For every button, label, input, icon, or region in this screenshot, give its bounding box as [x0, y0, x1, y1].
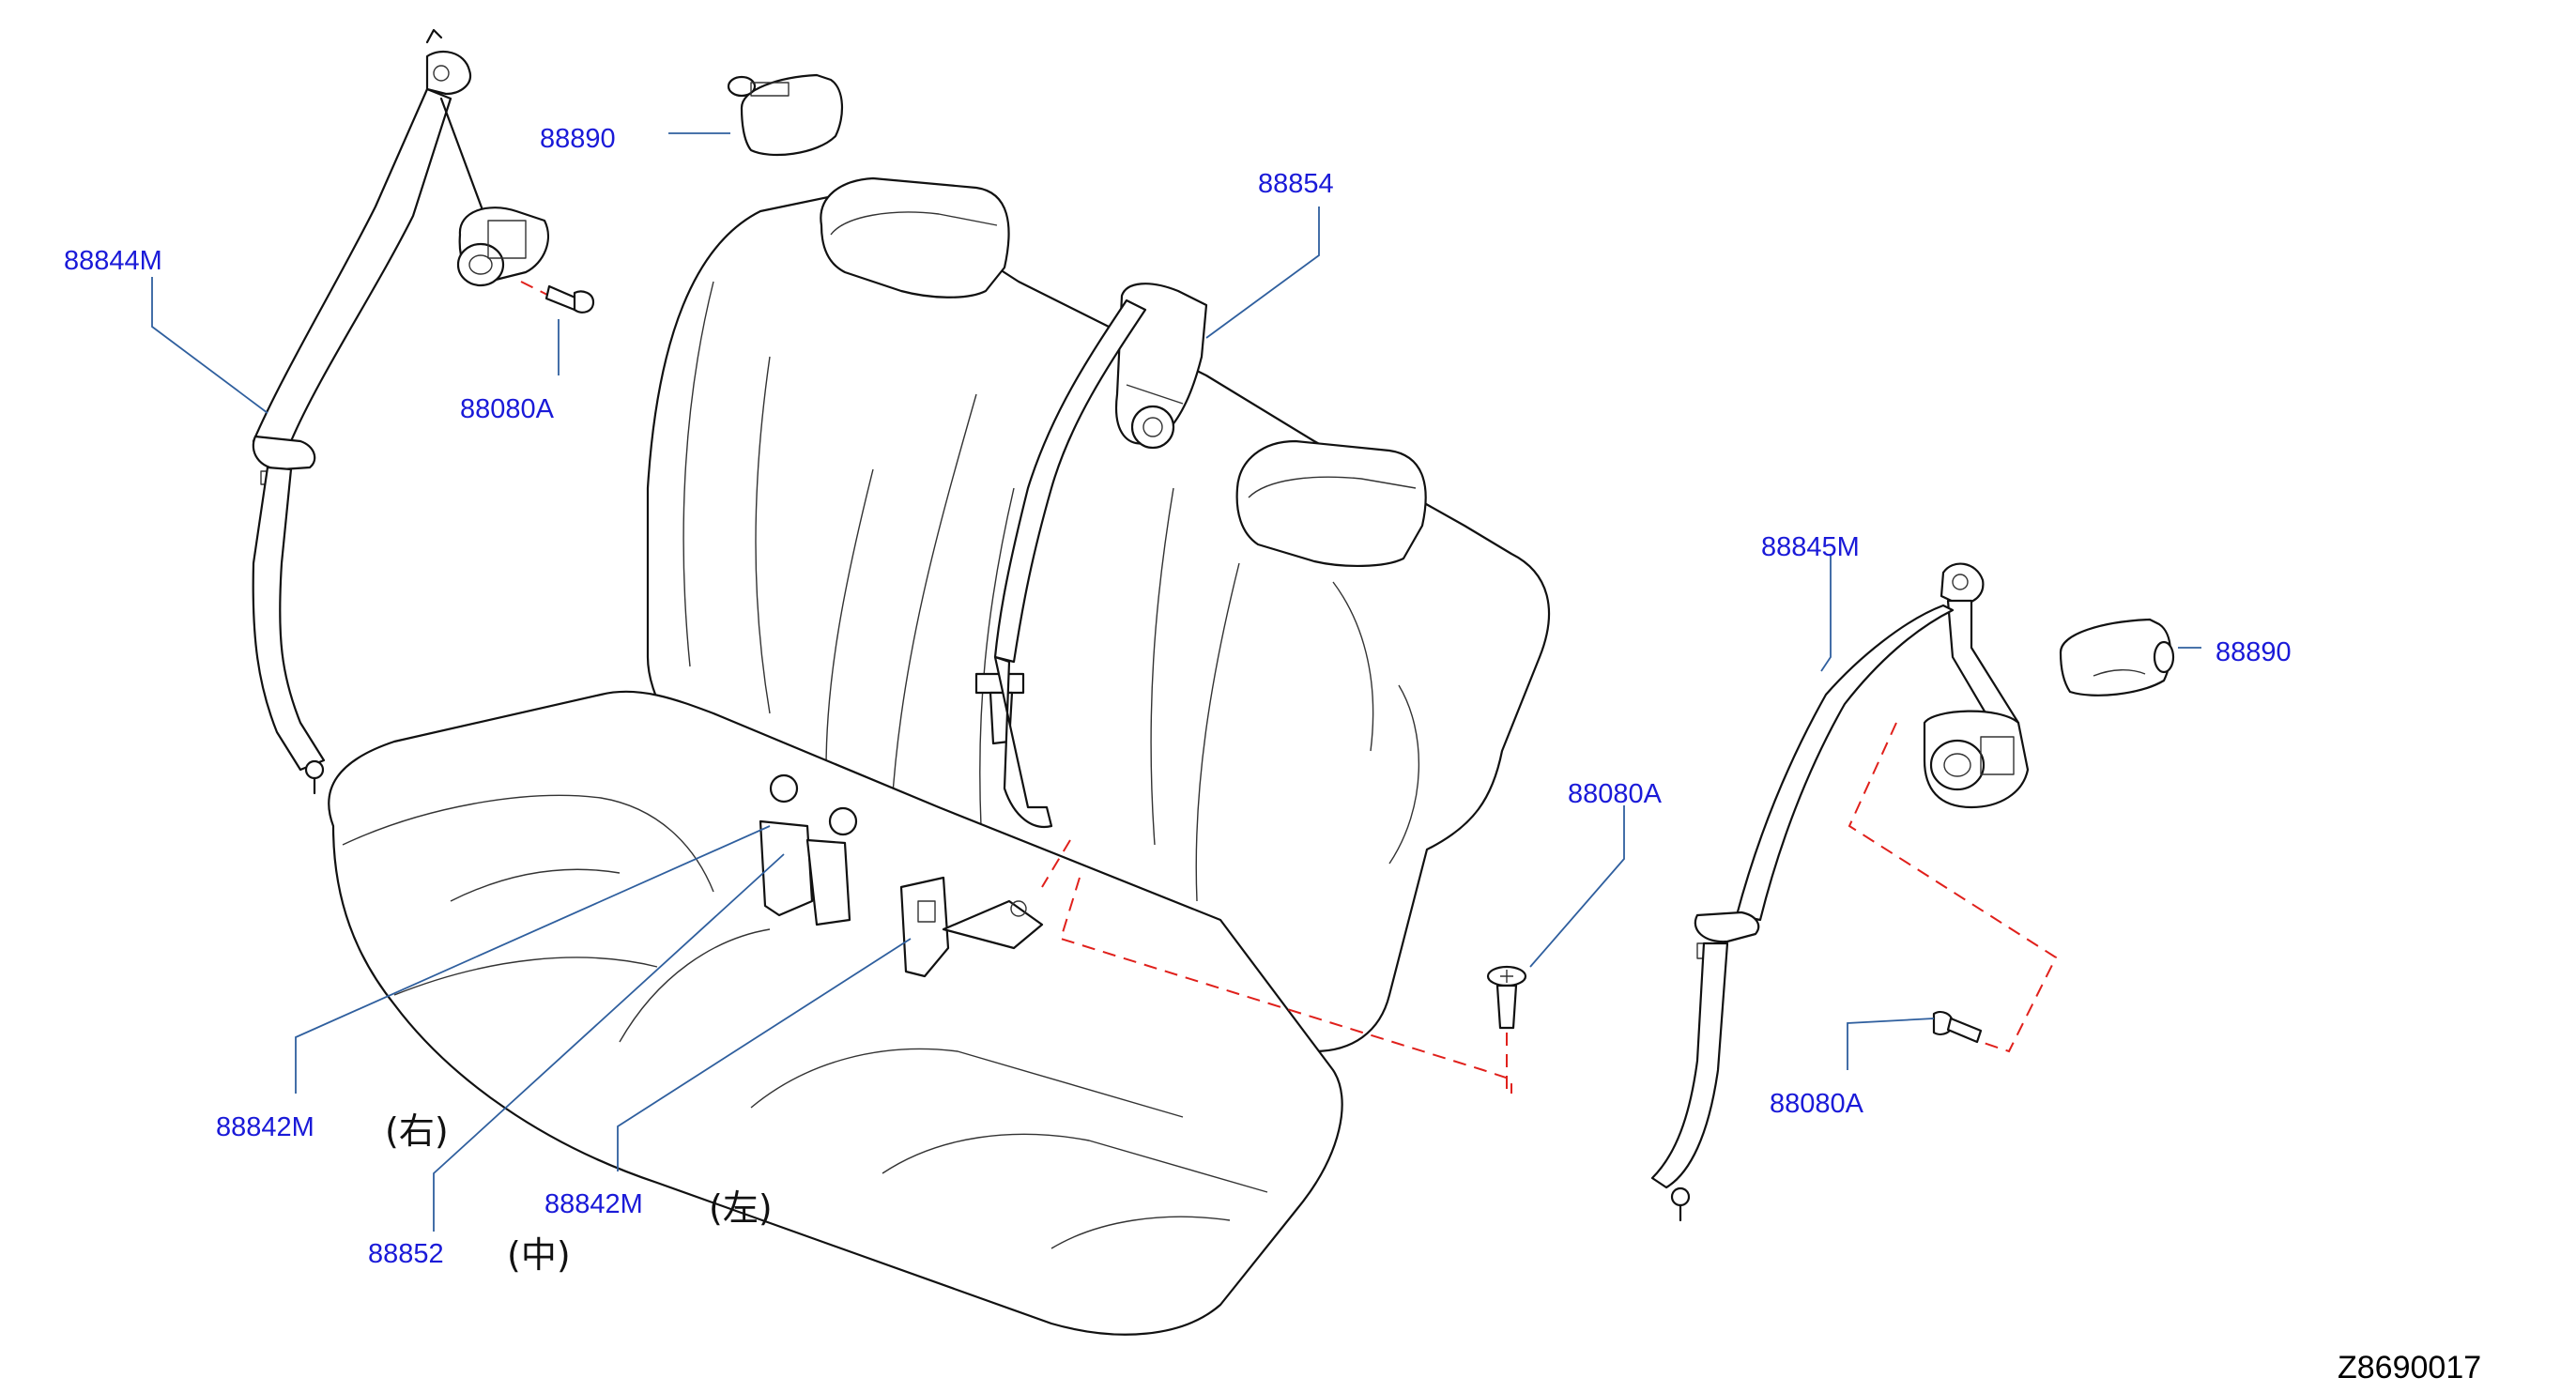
seat-cushion — [328, 690, 1343, 1336]
cover-cap-88890-right — [2059, 618, 2175, 696]
callout-88854: 88854 — [1258, 169, 1334, 199]
rear-seat-assembly — [328, 176, 1551, 1336]
callout-88842m-right: 88842M — [216, 1112, 314, 1142]
cover-cap-88890-upper — [727, 73, 844, 157]
bolt-88080a-lower — [1848, 722, 2058, 1053]
buckle-assembly-right — [759, 773, 858, 926]
callout-88852: 88852 — [368, 1239, 444, 1269]
callout-88844m: 88844M — [64, 246, 162, 276]
callout-88845m: 88845M — [1761, 532, 1860, 562]
hidden-line-center — [1041, 839, 1512, 1094]
bolt-88080a-upper — [520, 281, 595, 314]
note-right: (右) — [385, 1110, 449, 1152]
callout-88890-right: 88890 — [2216, 637, 2292, 667]
callout-88842m-left: 88842M — [544, 1189, 643, 1219]
seat-belt-88844m — [252, 28, 549, 795]
seat-belt-88845m — [1650, 562, 2030, 1222]
callout-88080a-middle: 88080A — [1568, 779, 1663, 809]
headrest-right — [1235, 439, 1427, 567]
buckle-assembly-left — [899, 876, 1044, 978]
leader-lines — [151, 132, 2201, 1232]
headrest-left — [820, 176, 1010, 298]
callout-88080a-upper: 88080A — [460, 394, 555, 424]
callout-88890-upper: 88890 — [540, 124, 616, 154]
note-left: (左) — [709, 1187, 773, 1229]
seat-belt-88854 — [974, 283, 1208, 829]
note-center: (中) — [507, 1234, 571, 1276]
callout-88080a-lower: 88080A — [1770, 1089, 1864, 1119]
diagram-code: Z8690017 — [2338, 1350, 2481, 1385]
clip-88080a — [1486, 965, 1527, 1089]
